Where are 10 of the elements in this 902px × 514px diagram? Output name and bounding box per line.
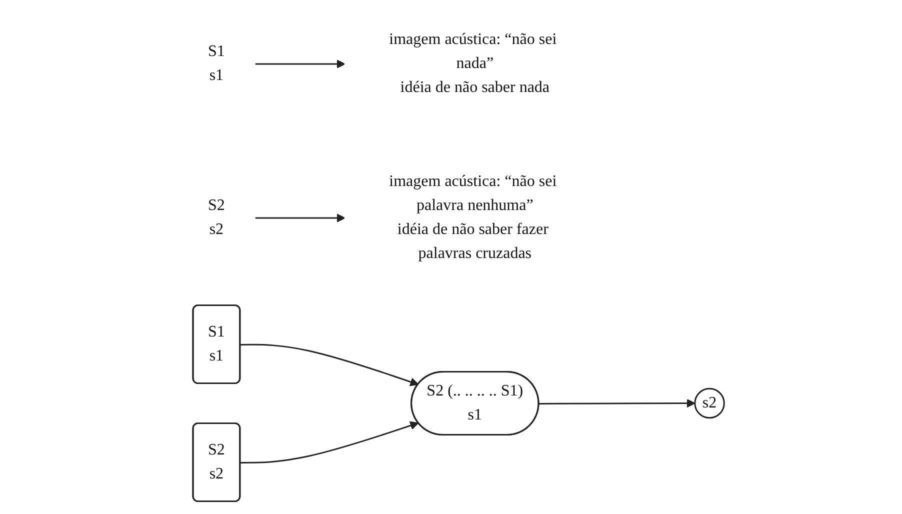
arrow [254, 213, 346, 222]
arrow [538, 398, 696, 408]
arrow [240, 344, 419, 386]
node-text: imagem acústica: “não sei nada” idéia de não saber nada [389, 30, 557, 96]
node-circle: s2 [694, 388, 725, 418]
arrow [254, 59, 346, 68]
node-text: S2 s2 [208, 196, 225, 238]
node-text: S1 s1 [208, 42, 225, 84]
arrow [240, 421, 419, 464]
node-text: imagem acústica: “não sei palavra nenhuma” idéia de não saber fazer palavras cruzadas [389, 172, 557, 262]
